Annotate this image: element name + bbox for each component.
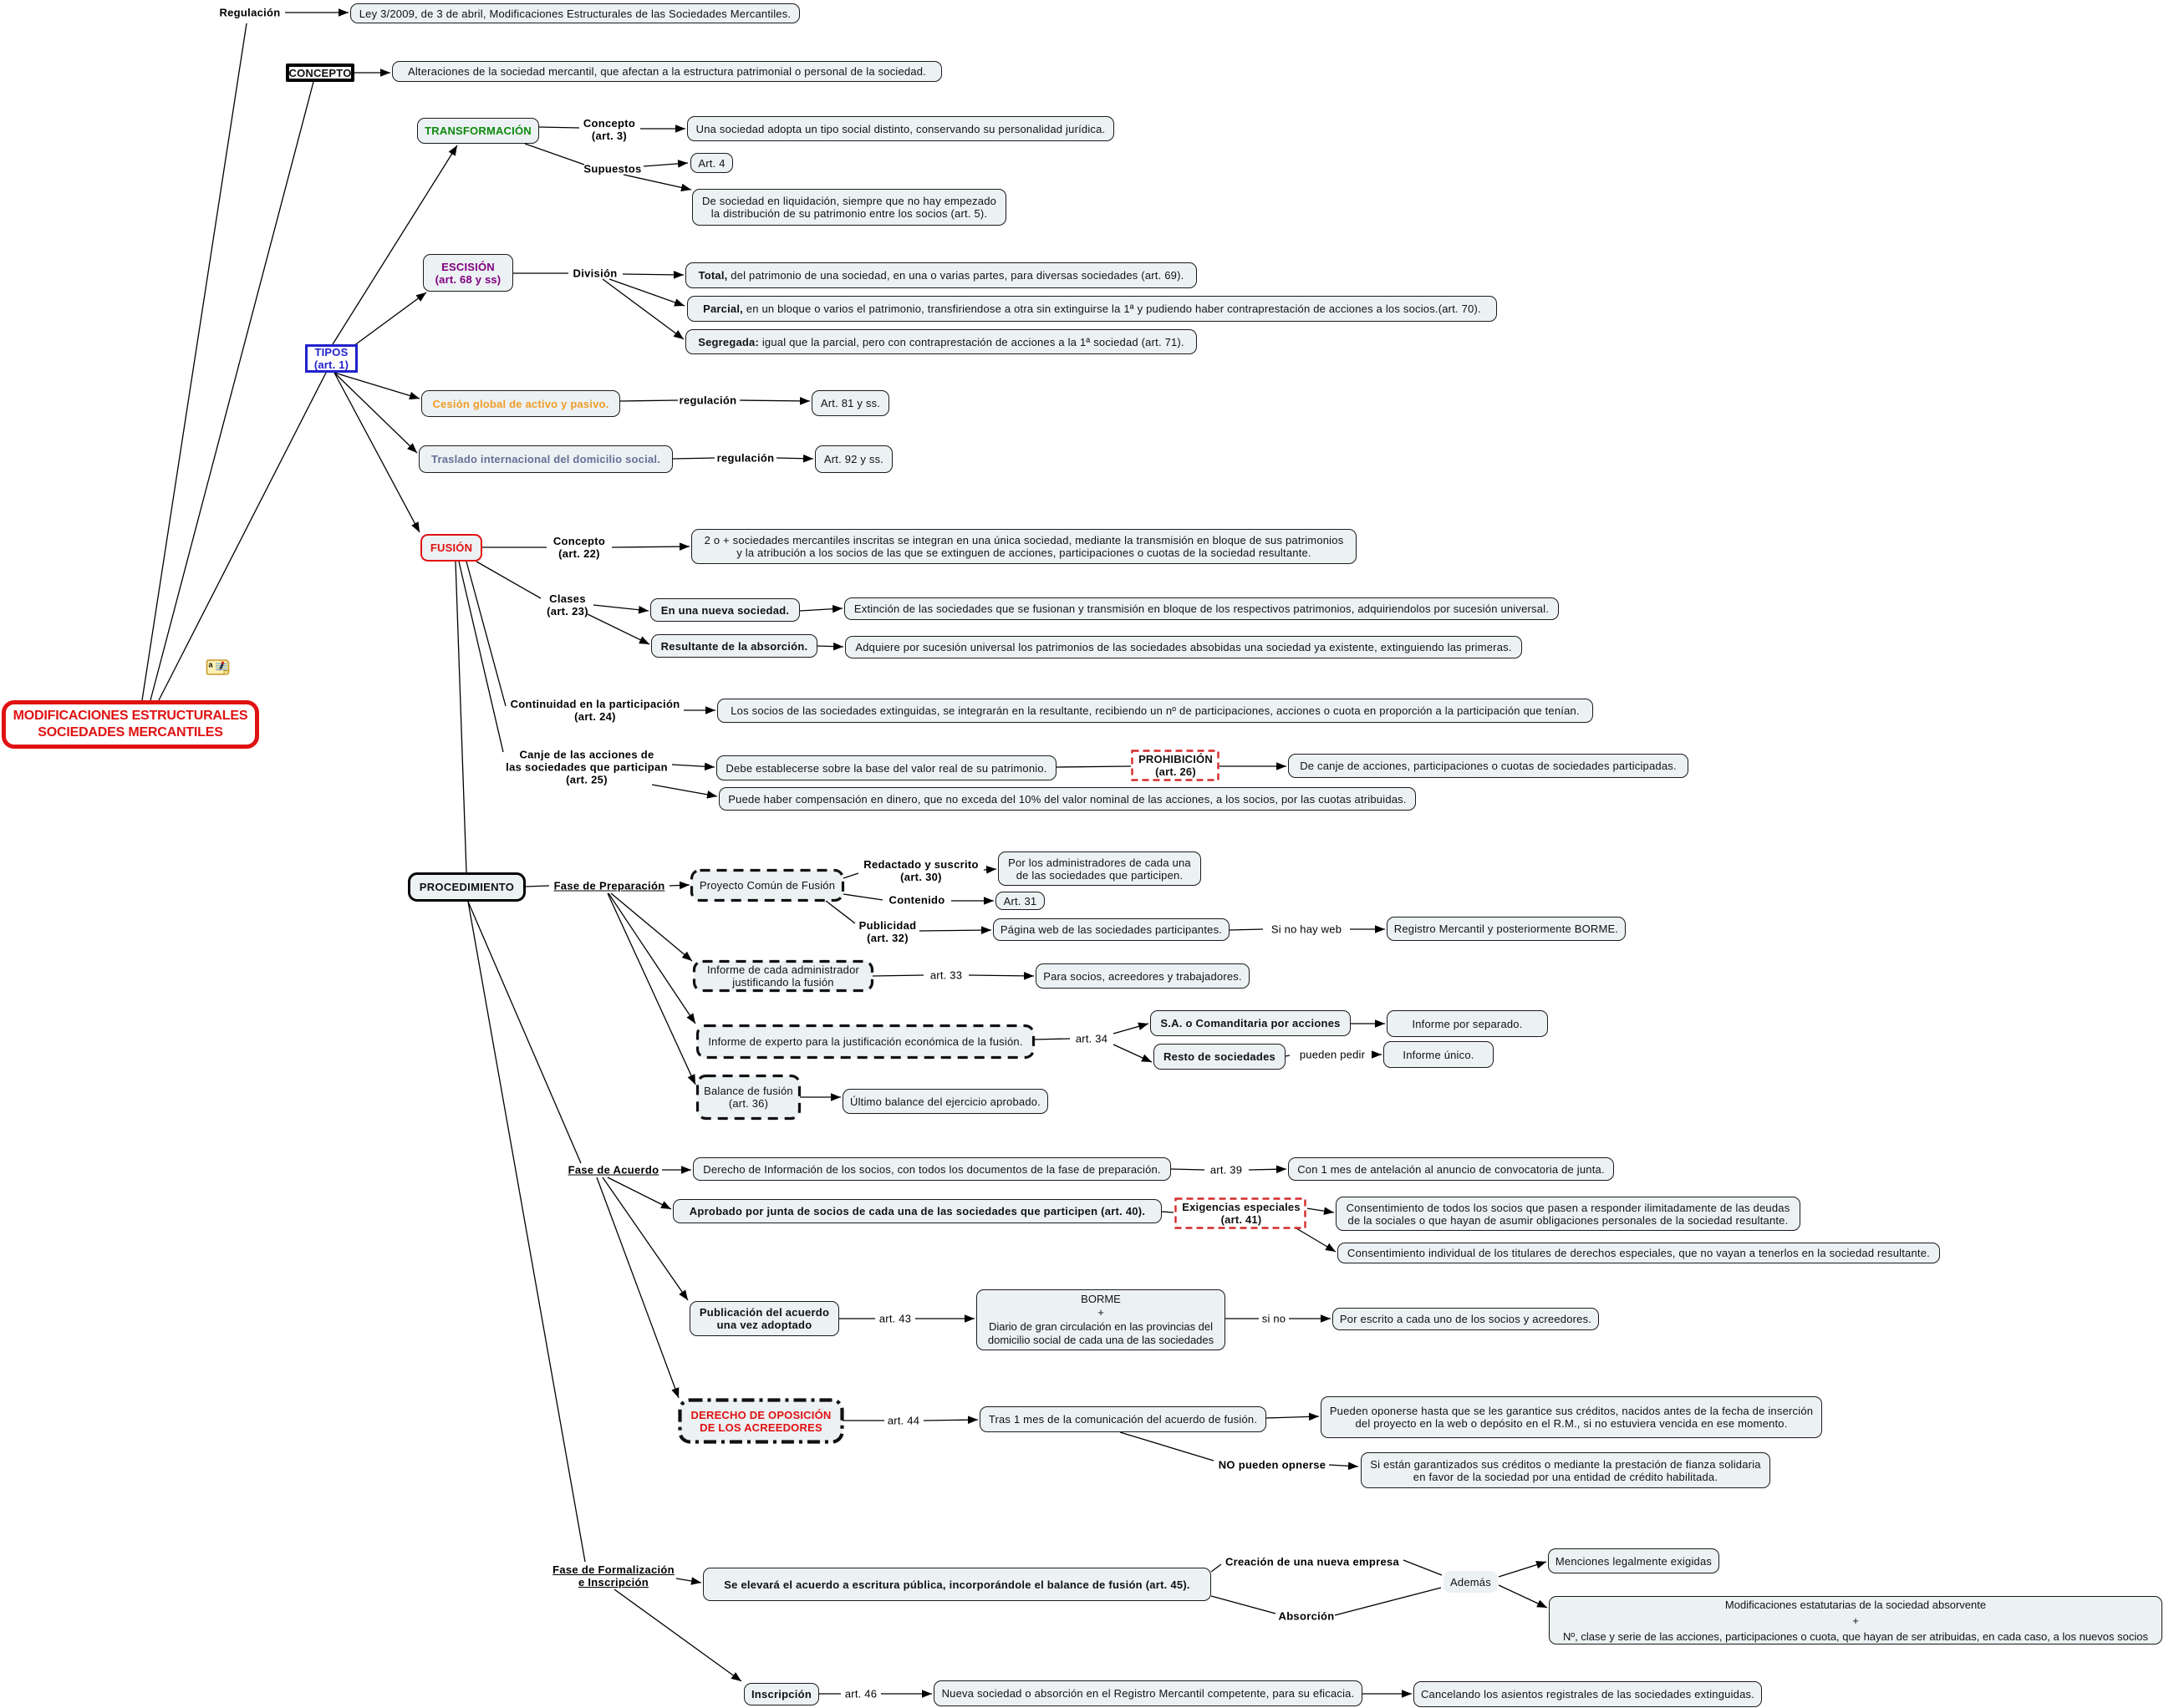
svg-text:a: a: [209, 661, 214, 669]
